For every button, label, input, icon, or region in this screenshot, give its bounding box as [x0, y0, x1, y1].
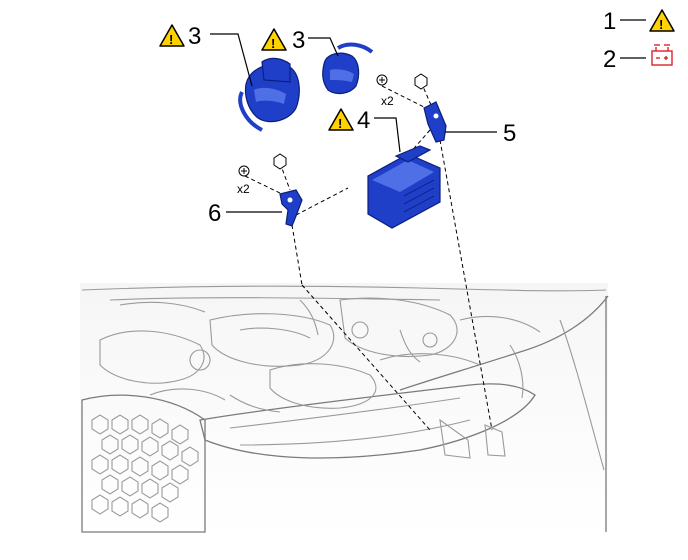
callout-3b: 3: [292, 27, 305, 54]
caution-icon: !: [159, 24, 185, 47]
quantity-label-lower: x2: [237, 182, 250, 196]
callout-5: 5: [503, 120, 516, 147]
nut-icon-lower-right: [273, 153, 287, 170]
callout-3a: 3: [188, 23, 201, 50]
svg-text:!: !: [169, 32, 173, 47]
svg-text:!: !: [271, 36, 275, 51]
caution-icon: !: [328, 108, 354, 131]
leader-lines: [210, 19, 646, 213]
connector-cover-part-3b: [322, 42, 374, 95]
bolt-icon-lower-left: [238, 165, 250, 177]
legend-number-2: 2: [603, 46, 616, 73]
caution-icon: !: [261, 28, 287, 51]
ecu-part-4: [367, 145, 441, 229]
vehicle-engine-bay-illustration: [80, 283, 609, 535]
connector-cover-part-3a: [238, 57, 300, 132]
legend-number-1: 1: [603, 8, 616, 35]
bolt-icon-upper-left: [376, 74, 388, 86]
svg-text:!: !: [338, 116, 342, 131]
callout-6: 6: [208, 200, 221, 227]
callout-4: 4: [357, 107, 370, 134]
legend: 1 ! 2: [603, 8, 675, 73]
nut-icon-upper-right: [414, 73, 428, 90]
svg-text:!: !: [659, 17, 663, 32]
bracket-part-5: [423, 101, 447, 143]
bracket-part-6: [279, 189, 303, 227]
caution-icon: !: [649, 9, 675, 32]
quantity-label-upper: x2: [381, 94, 394, 108]
battery-icon: [651, 44, 673, 66]
bolts: [238, 73, 428, 177]
